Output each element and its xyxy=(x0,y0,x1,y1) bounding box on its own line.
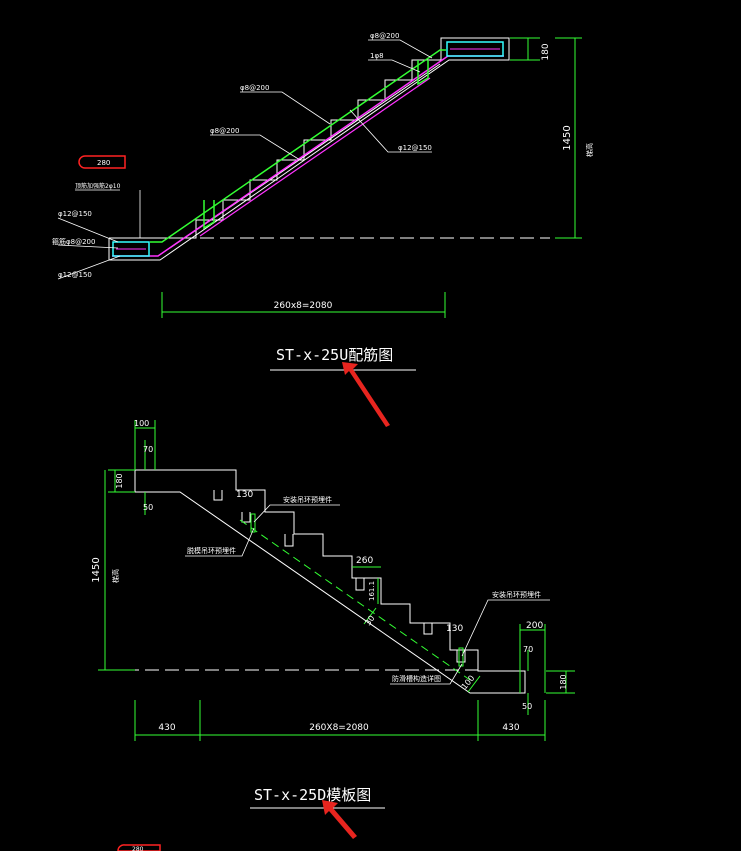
bottom-note-1: 安装吊环预埋件 xyxy=(283,495,332,504)
bottom-dim-130-a: 130 xyxy=(236,490,253,500)
top-label-left-stirrup: 箍筋φ8@200 xyxy=(52,237,95,246)
bottom-stair-outline xyxy=(134,469,526,694)
bottom-dim-430-left: 430 xyxy=(158,723,175,733)
bottom-dim-430-right: 430 xyxy=(502,723,519,733)
top-drawing-title: ST-x-25U配筋图 xyxy=(276,346,393,364)
bottom-dim-180-top: 180 xyxy=(115,473,124,488)
bottom-dim-tread: 260 xyxy=(356,556,373,566)
top-tag-text: 280 xyxy=(97,159,110,167)
bottom-dim-50-right: 50 xyxy=(522,702,532,711)
bottom-dashed-diagonal xyxy=(239,519,471,681)
bottom-dim-200: 200 xyxy=(526,621,543,631)
bottom-dim-180-right: 180 xyxy=(559,674,568,689)
bottom-red-arrow xyxy=(322,800,357,839)
bottom-dim-run: 260X8=2080 xyxy=(309,723,369,733)
bottom-drawing-title: ST-x-25D模板图 xyxy=(254,786,371,804)
top-label-top-stirrup: φ8@200 xyxy=(370,32,399,40)
top-label-dist-1: φ8@200 xyxy=(240,84,269,92)
top-dim-1450: 1450 xyxy=(562,125,573,150)
bottom-dim-1450-note: 梯高 xyxy=(111,569,120,583)
top-green-bar xyxy=(150,49,446,243)
bottom-dim-50-top: 50 xyxy=(143,503,153,512)
bottom-dim-100: 100 xyxy=(134,419,149,428)
bottom-formwork-drawing: 100 70 180 50 130 260 161.1 30 130 1450 … xyxy=(91,419,575,851)
bottom-partial-tag-text: 280 xyxy=(132,846,144,851)
top-bar-lower xyxy=(199,77,431,237)
bottom-partial-red-tag xyxy=(117,844,161,851)
bottom-note-3: 安装吊环预埋件 xyxy=(492,590,541,599)
top-stair-outline xyxy=(108,37,510,261)
bottom-dim-70: 70 xyxy=(143,445,153,454)
top-dim-1450-note: 梯高 xyxy=(585,143,594,157)
bottom-dim-1450: 1450 xyxy=(91,557,102,582)
top-main-bar xyxy=(112,55,504,257)
top-dim-180: 180 xyxy=(541,43,551,60)
top-red-arrow xyxy=(342,362,390,427)
top-label-main-bar: φ12@150 xyxy=(398,144,432,152)
top-right-stirrup xyxy=(446,41,504,57)
top-label-side-note: 顶筋加强筋2φ10 xyxy=(75,182,121,190)
bottom-dim-100-diag: 100 xyxy=(460,674,477,691)
top-label-left-bar-2: φ12@150 xyxy=(58,271,92,279)
bottom-note-2: 脱模吊环预埋件 xyxy=(187,546,236,555)
top-dim-run: 260x8=2080 xyxy=(274,301,333,311)
top-red-tag xyxy=(78,155,126,169)
top-reinforcement-drawing: 180 1450 梯高 260x8=2080 φ8@200 1φ8 φ8@200… xyxy=(52,32,594,427)
top-label-top-bar: 1φ8 xyxy=(370,52,384,60)
bottom-dim-130-b: 130 xyxy=(446,624,463,634)
bottom-dim-riser: 161.1 xyxy=(368,581,376,601)
bottom-dim-70-right: 70 xyxy=(523,645,533,654)
bottom-note-4: 防滑槽构造详图 xyxy=(392,674,441,683)
top-label-dist-2: φ8@200 xyxy=(210,127,239,135)
top-left-stirrup xyxy=(112,241,150,257)
top-label-left-bar-1: φ12@150 xyxy=(58,210,92,218)
bottom-dim-diag-30: 30 xyxy=(363,614,376,628)
